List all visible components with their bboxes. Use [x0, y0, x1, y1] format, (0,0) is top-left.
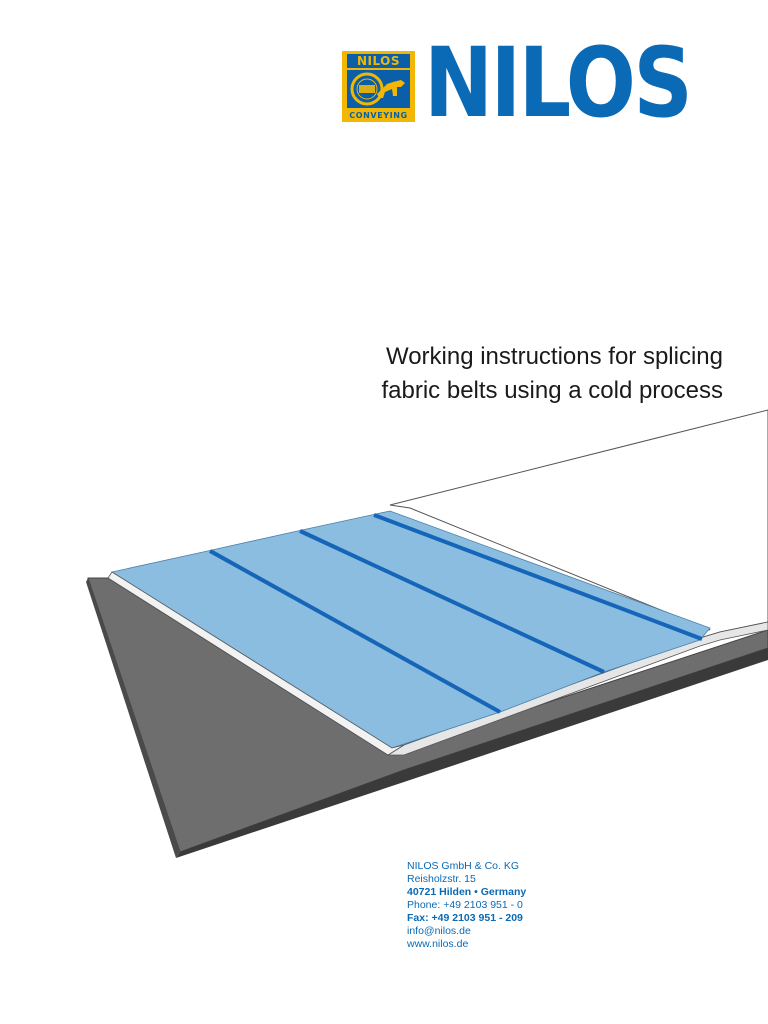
logo-badge-top-text: NILOS [347, 54, 410, 68]
contact-phone: Phone: +49 2103 951 - 0 [407, 899, 523, 911]
ply-step-edge-1 [209, 549, 501, 714]
title-line-2: fabric belts using a cold process [381, 377, 723, 404]
horse-emblem-icon [350, 72, 405, 106]
belt-base-side [176, 648, 768, 858]
contact-block: NILOS GmbH & Co. KG Reisholzstr. 15 4072… [407, 860, 607, 951]
contact-website[interactable]: www.nilos.de [407, 938, 469, 950]
contact-company: NILOS GmbH & Co. KG [407, 860, 520, 872]
document-title: Working instructions for splicing fabric… [243, 340, 723, 408]
contact-street: Reisholzstr. 15 [407, 873, 476, 885]
contact-fax: Fax: +49 2103 951 - 209 [407, 912, 523, 924]
logo-emblem [347, 70, 410, 108]
belt-top-cover-edge [386, 621, 768, 756]
ply-step-edge-3 [373, 513, 703, 641]
logo-wordmark: NILOS [424, 27, 693, 139]
ply-step-edge-2 [299, 529, 605, 674]
belt-base-left-edge [86, 578, 180, 858]
contact-email[interactable]: info@nilos.de [407, 925, 471, 937]
belt-lower-cover-edge [107, 571, 405, 756]
title-line-1: Working instructions for splicing [385, 343, 723, 370]
contact-city: 40721 Hilden • Germany [407, 886, 527, 898]
logo-badge: NILOS CONVEYING [342, 51, 415, 122]
logo-badge-bottom-text: CONVEYING [349, 111, 408, 120]
